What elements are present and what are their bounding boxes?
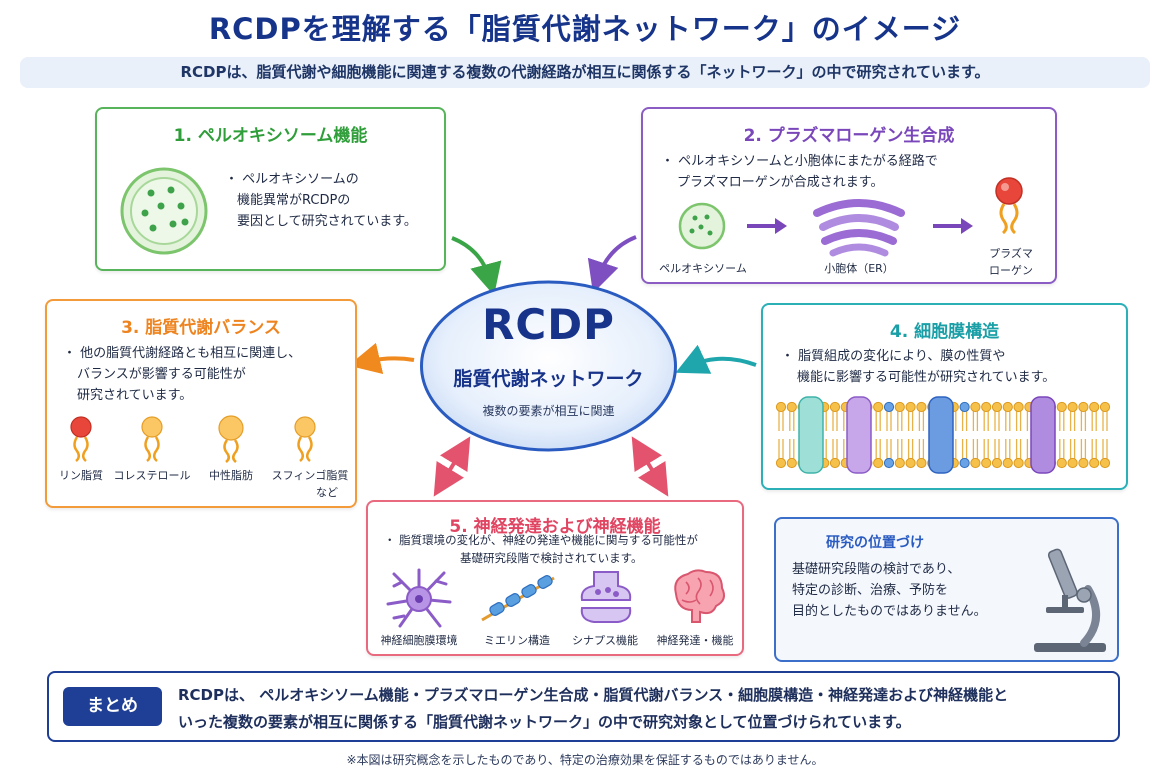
arrow-right-icon [747,218,787,234]
card-text-line: ・ 他の脂質代謝経路とも相互に関連し、 [63,346,302,361]
small-peroxisome-icon [678,202,726,250]
summary-badge: まとめ [63,687,162,726]
brain-icon [674,569,725,623]
neutral-fat-icon [218,415,244,463]
arrow-center-to-balance [348,342,415,374]
center-title: RCDP [482,300,615,349]
card-text-line: ・ 脂質組成の変化により、膜の性質や [781,349,1006,364]
myelin-icon [481,575,555,622]
card-text-line: プラズマローゲンが合成されます。 [677,175,884,190]
lipid-label-etc: など [316,486,338,499]
summary-text-line: RCDPは、 ペルオキシソーム機能・プラズマローゲン生合成・脂質代謝バランス・細… [178,686,1009,704]
lipid-label-cholesterol: コレステロール [113,469,191,482]
arrow-center-neuro-left [433,436,471,497]
page-subtitle: RCDPは、脂質代謝や細胞機能に関連する複数の代謝経路が相互に関係する「ネットワ… [20,57,1150,88]
card-title: 3. 脂質代謝バランス [121,318,281,338]
center-ellipse-shape [420,280,677,452]
card-text-line: ・ ペルオキシソームの [225,172,359,187]
lipid-label-neutral-fat: 中性脂肪 [209,469,253,482]
sphingolipid-icon [294,416,316,462]
card-text-line: 特定の診断、治療、予防を [792,583,949,598]
pathway-label-plasmalogen-2: ローゲン [989,264,1033,277]
phospholipid-icon [70,416,92,462]
arrow-plasmalogen-to-center [587,235,637,294]
footnote: ※本図は研究概念を示したものであり、特定の治療効果を保証するものではありません。 [346,753,824,767]
neuro-label-synapse: シナプス機能 [572,634,638,647]
card-research-positioning: 研究の位置づけ 基礎研究段階の検討であり、 特定の診断、治療、予防を 目的とした… [774,517,1119,662]
card-text-line: 目的としたものではありません。 [792,604,987,619]
neuro-label-development: 神経発達・機能 [656,634,734,647]
page-title: RCDPを理解する「脂質代謝ネットワーク」のイメージ [208,12,962,46]
card-cell-membrane-structure: 4. 細胞膜構造 ・ 脂質組成の変化により、膜の性質や 機能に影響する可能性が研… [761,303,1128,490]
card-title: 4. 細胞膜構造 [889,322,1000,342]
center-subtitle: 脂質代謝ネットワーク [453,368,644,390]
arrow-center-neuro-right [631,436,669,497]
endoplasmic-reticulum-icon [813,199,905,257]
arrow-peroxisome-to-center [451,236,502,296]
arrow-membrane-to-center [675,344,757,374]
card-title: 研究の位置づけ [826,535,924,551]
card-text-line: 基礎研究段階の検討であり、 [792,562,961,577]
card-text-line: 機能に影響する可能性が研究されています。 [797,370,1056,385]
peroxisome-icon [120,167,208,255]
arrow-right-icon [933,218,973,234]
lipid-label-sphingolipid: スフィンゴ脂質 [271,469,349,482]
neuron-icon [386,568,452,628]
card-text-line: バランスが影響する可能性が [77,367,246,382]
neuro-label-myelin: ミエリン構造 [484,634,550,647]
pathway-label-er: 小胞体（ER） [824,262,894,275]
microscope-icon [1034,548,1106,652]
card-text-line: ・ 脂質環境の変化が、神経の発達や機能に関与する可能性が [384,533,698,547]
pathway-label-plasmalogen-1: プラズマ [989,247,1033,260]
center-note: 複数の要素が相互に関連 [482,404,615,418]
card-text-line: 研究されています。 [77,388,193,403]
card-text-line: 機能異常がRCDPの [237,193,351,208]
summary-text-line: いった複数の要素が相互に関係する「脂質代謝ネットワーク」の中で研究対象として位置… [178,713,911,731]
card-plasmalogen-biosynthesis: 2. プラズマローゲン生合成 ・ ペルオキシソームと小胞体にまたがる経路で プラ… [641,107,1057,284]
card-lipid-metabolism-balance: 3. 脂質代謝バランス ・ 他の脂質代謝経路とも相互に関連し、 バランスが影響す… [45,299,357,508]
card-title: 5. 神経発達および神経機能 [449,517,661,537]
center-rcdp-network: RCDP 脂質代謝ネットワーク 複数の要素が相互に関連 [419,280,678,452]
neuro-label-membrane-env: 神経細胞膜環境 [380,634,458,647]
plasmalogen-lipid-icon [995,177,1023,235]
synapse-icon [580,571,632,623]
card-title: 1. ペルオキシソーム機能 [173,126,368,146]
card-text-line: 基礎研究段階で検討されています。 [460,551,643,565]
card-peroxisome-function: 1. ペルオキシソーム機能 ・ ペルオキシソームの 機能異常がRCDPの 要因と… [95,107,446,271]
cholesterol-icon [141,416,163,462]
card-title: 2. プラズマローゲン生合成 [743,126,955,146]
card-text-line: 要因として研究されています。 [237,214,417,229]
card-text-line: ・ ペルオキシソームと小胞体にまたがる経路で [661,154,938,169]
card-neural-development: 5. 神経発達および神経機能 ・ 脂質環境の変化が、神経の発達や機能に関与する可… [366,500,744,656]
lipid-label-phospholipid: リン脂質 [59,469,103,482]
pathway-label-peroxisome: ペルオキシソーム [659,262,747,275]
cell-membrane-icon [775,396,1111,474]
summary-box: まとめ RCDPは、 ペルオキシソーム機能・プラズマローゲン生合成・脂質代謝バラ… [47,671,1120,742]
